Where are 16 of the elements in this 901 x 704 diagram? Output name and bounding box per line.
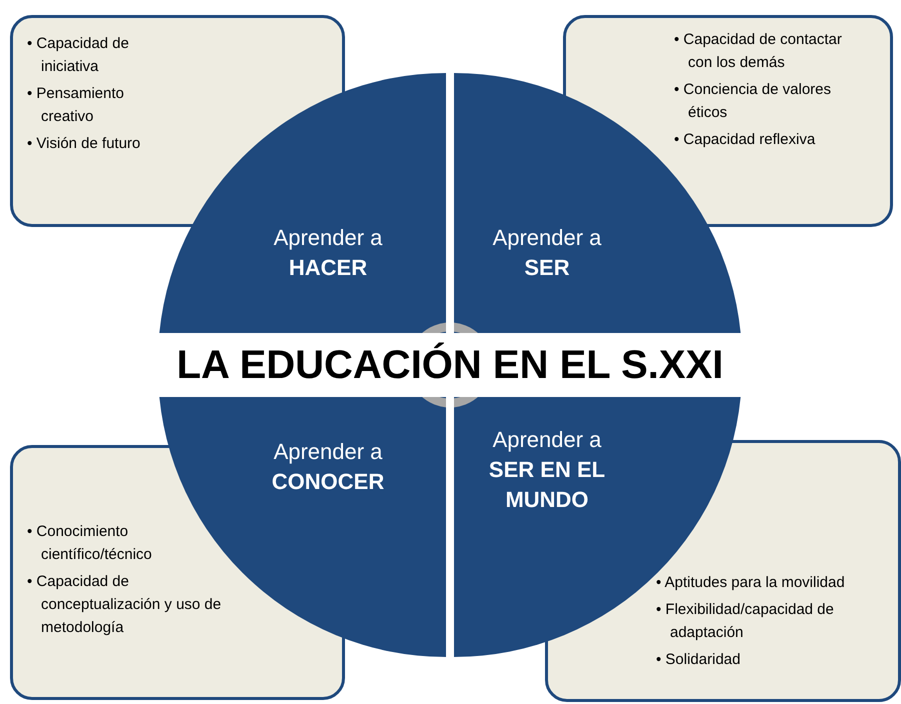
quadrant-label: Aprender a HACER — [272, 224, 384, 282]
quadrant-label: Aprender a SER — [492, 224, 602, 282]
bullet-item: • Conciencia de valores éticos — [674, 80, 832, 123]
bullet-item: • Capacidad de contactar con los demás — [674, 30, 843, 73]
quadrant-label: Aprender a SER EN EL MUNDO — [488, 426, 606, 514]
bullet-item: • Conocimiento científico/técnico — [27, 522, 153, 565]
quadrant-label: Aprender a CONOCER — [270, 438, 386, 496]
bullet-item: • Capacidad de iniciativa — [27, 34, 130, 77]
bullet-item: • Capacidad reflexiva — [674, 130, 816, 150]
bullet-item: • Visión de futuro — [27, 134, 142, 154]
bullet-item: • Aptitudes para la movilidad — [656, 573, 846, 593]
bullet-item: • Flexibilidad/capacidad de adaptación — [656, 600, 835, 643]
bullet-item: • Solidaridad — [656, 650, 742, 670]
bullet-item: • Pensamiento creativo — [27, 84, 125, 127]
title-text: LA EDUCACIÓN EN EL S.XXI — [176, 345, 724, 385]
bullet-item: • Capacidad de conceptualización y uso de metodología — [27, 572, 222, 638]
